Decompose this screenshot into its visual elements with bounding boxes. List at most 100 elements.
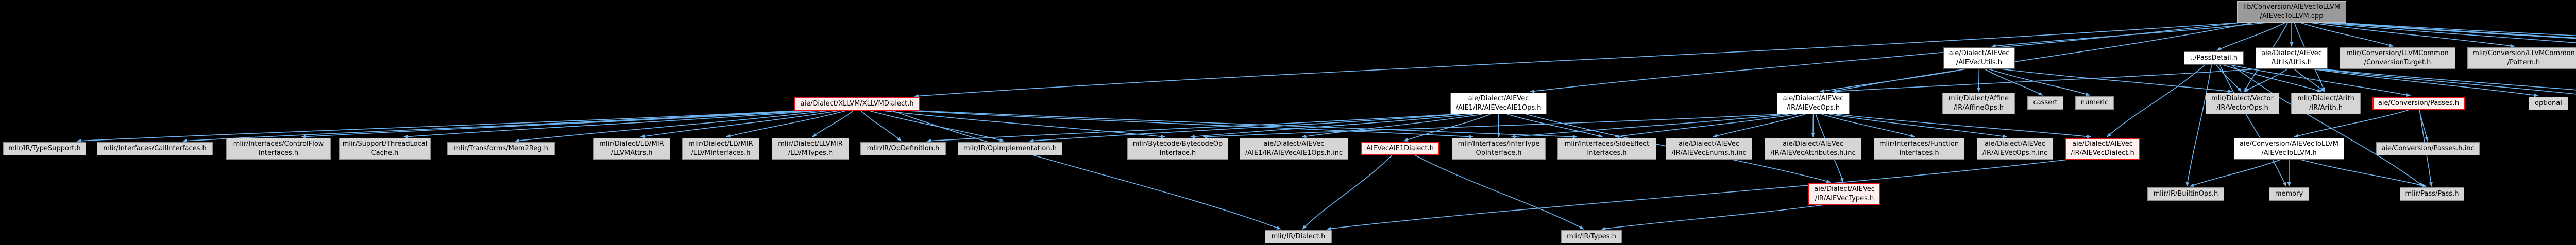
edge-passdetail-to-pass-pass bbox=[2231, 64, 2424, 187]
graph-node-attributes-inc[interactable]: aie/Dialect/AIEVec/IR/AIEVecAttributes.h… bbox=[1765, 138, 1861, 160]
graph-node-label: mlir/IR/Dialect.h bbox=[1271, 233, 1326, 241]
edge-aievectollvm-h-to-pass-pass bbox=[2300, 159, 2427, 187]
graph-node-passes-h[interactable]: aie/Conversion/Passes.h bbox=[2372, 97, 2465, 110]
graph-node-label: mlir/Interfaces/SideEffect bbox=[1564, 140, 1650, 148]
graph-node-vectorops[interactable]: mlir/Dialect/Vector/IR/VectorOps.h bbox=[2206, 93, 2279, 114]
edge-passdetail-to-builtinops bbox=[2185, 64, 2212, 187]
graph-node-label: /IR/VectorOps.h bbox=[2216, 104, 2268, 112]
graph-node-label: /LLVMTypes.h bbox=[788, 149, 833, 157]
graph-node-label: /AIE1/IR/AIEVecAIE1Ops.h bbox=[1455, 104, 1541, 112]
edge-aie1ops-h-to-opdefinition bbox=[926, 114, 1454, 143]
graph-node-label: memory bbox=[2275, 190, 2303, 198]
edge-aievectypes-to-ir-types bbox=[1601, 204, 1824, 231]
graph-node-aievectollvm-h[interactable]: aie/Conversion/AIEVecToLLVM/AIEVecToLLVM… bbox=[2234, 138, 2344, 160]
graph-node-llvminterfaces[interactable]: mlir/Dialect/LLVMIR/LLVMInterfaces.h bbox=[682, 138, 759, 160]
graph-node-label: mlir/Dialect/LLVMIR bbox=[599, 140, 664, 148]
graph-node-enums-inc[interactable]: aie/Dialect/AIEVec/IR/AIEVecEnums.h.inc bbox=[1666, 138, 1752, 160]
graph-node-label: Interface.h bbox=[1159, 149, 1196, 157]
graph-node-memory[interactable]: memory bbox=[2269, 187, 2309, 201]
graph-node-label: numeric bbox=[2080, 99, 2109, 107]
graph-node-label: /Utils/Utils.h bbox=[2271, 59, 2312, 66]
graph-node-pass-pass[interactable]: mlir/Pass/Pass.h bbox=[2400, 187, 2464, 201]
graph-node-opimplementation[interactable]: mlir/IR/OpImplementation.h bbox=[958, 142, 1062, 155]
edge-root-to-conversion-target bbox=[2300, 22, 2394, 47]
graph-node-label: aie/Dialect/AIEVec bbox=[1679, 140, 1739, 148]
graph-node-aievecops-h[interactable]: aie/Dialect/AIEVec/IR/AIEVecOps.h bbox=[1777, 93, 1850, 114]
graph-node-aievecdialect[interactable]: aie/Dialect/AIEVec/IR/AIEVecDialect.h bbox=[2065, 138, 2140, 160]
graph-node-passdetail[interactable]: ../PassDetail.h bbox=[2184, 51, 2244, 65]
graph-node-label: Interfaces.h bbox=[1899, 149, 1939, 157]
graph-node-root[interactable]: lib/Conversion/AIEVecToLLVM/AIEVecToLLVM… bbox=[2237, 1, 2346, 23]
edge-root-to-pattern bbox=[2310, 22, 2515, 48]
edge-aievecdialect-to-ir-dialect bbox=[1327, 159, 2069, 231]
edge-root-to-passdetail bbox=[2216, 22, 2286, 51]
graph-node-ir-types[interactable]: mlir/IR/Types.h bbox=[1561, 230, 1622, 243]
edge-xllvmdialect-to-mem2reg bbox=[515, 110, 829, 143]
graph-node-optional[interactable]: optional bbox=[2529, 97, 2568, 110]
graph-node-ops-inc[interactable]: aie/Dialect/AIEVec/IR/AIEVecOps.h.inc bbox=[1977, 138, 2053, 160]
edge-xllvmdialect-to-llvminterfaces bbox=[725, 110, 846, 138]
graph-node-label: /IR/AIEVecTypes.h bbox=[1815, 195, 1874, 202]
graph-node-label: Interfaces.h bbox=[1587, 149, 1627, 157]
edge-xllvmdialect-to-ir-dialect bbox=[892, 110, 1281, 230]
graph-node-mem2reg[interactable]: mlir/Transforms/Mem2Reg.h bbox=[447, 142, 555, 155]
graph-node-aievectypes[interactable]: aie/Dialect/AIEVec/IR/AIEVecTypes.h bbox=[1808, 183, 1880, 205]
graph-node-callinterfaces[interactable]: mlir/Interfaces/CallInterfaces.h bbox=[97, 142, 213, 155]
graph-node-label: aie/Dialect/AIEVec bbox=[1985, 140, 2045, 148]
graph-node-aie1ops-inc[interactable]: aie/Dialect/AIEVec/AIE1/IR/AIEVecAIE1Ops… bbox=[1240, 138, 1348, 160]
graph-node-label: /IR/AIEVecAttributes.h.inc bbox=[1770, 149, 1856, 157]
graph-node-numeric[interactable]: numeric bbox=[2075, 96, 2114, 110]
graph-node-affineops[interactable]: mlir/Dialect/Affine/IR/AffineOps.h bbox=[1942, 93, 2015, 114]
graph-node-passes-inc[interactable]: aie/Conversion/Passes.h.inc bbox=[2376, 142, 2480, 155]
edge-root-to-aie1ops-h bbox=[1530, 22, 2241, 93]
graph-node-label: /IR/AffineOps.h bbox=[1954, 104, 2004, 112]
edge-xllvmdialect-to-llvmattrs bbox=[640, 110, 839, 138]
graph-node-label: mlir/Bytecode/BytecodeOp bbox=[1132, 140, 1223, 148]
graph-node-label: aie/Conversion/AIEVecToLLVM bbox=[2239, 140, 2339, 148]
graph-node-builtinops[interactable]: mlir/IR/BuiltinOps.h bbox=[2147, 187, 2224, 201]
edge-passdetail-to-passes-h bbox=[2230, 64, 2411, 97]
graph-node-label: /IR/Arith.h bbox=[2309, 104, 2343, 112]
edge-passdetail-to-memory bbox=[2219, 64, 2286, 187]
edge-xllvmdialect-to-infertype bbox=[908, 110, 1474, 139]
graph-node-utils-utils[interactable]: aie/Dialect/AIEVec/Utils/Utils.h bbox=[2256, 47, 2328, 69]
graph-node-xllvmdialect[interactable]: aie/Dialect/XLLVM/XLLVMDialect.h bbox=[794, 97, 920, 111]
edge-root-to-llvmdialect bbox=[2318, 22, 2576, 43]
graph-node-label: aie/Dialect/AIEVec bbox=[1814, 185, 1875, 194]
graph-node-typesupport[interactable]: mlir/IR/TypeSupport.h bbox=[3, 142, 86, 155]
edge-aievecops-h-to-aievecdialect bbox=[1836, 114, 2092, 138]
graph-node-aie1dialect[interactable]: AIEVecAIE1Dialect.h bbox=[1361, 142, 1439, 155]
graph-node-label: cassert bbox=[2033, 99, 2058, 107]
graph-node-conversion-target[interactable]: mlir/Conversion/LLVMCommon/ConversionTar… bbox=[2340, 47, 2455, 69]
graph-node-llvmtypes[interactable]: mlir/Dialect/LLVMIR/LLVMTypes.h bbox=[772, 138, 849, 160]
graph-node-ir-dialect[interactable]: mlir/IR/Dialect.h bbox=[1265, 230, 1332, 243]
graph-node-label: OpInterface.h bbox=[1476, 149, 1522, 157]
edge-aie1ops-h-to-sideeffect bbox=[1507, 114, 1603, 138]
graph-node-llvmattrs[interactable]: mlir/Dialect/LLVMIR/LLVMAttrs.h bbox=[593, 138, 670, 160]
graph-node-label: /Pattern.h bbox=[2507, 59, 2540, 66]
edge-aie1ops-h-to-aie1ops-inc bbox=[1301, 114, 1482, 138]
graph-node-aie1ops-h[interactable]: aie/Dialect/AIEVec/AIE1/IR/AIEVecAIE1Ops… bbox=[1450, 93, 1547, 114]
edge-xllvmdialect-to-opdefinition bbox=[860, 110, 902, 142]
graph-node-label: /AIEVecToLLVM.cpp bbox=[2260, 12, 2324, 20]
graph-node-label: mlir/Dialect/Arith bbox=[2297, 95, 2354, 103]
graph-node-label: ../PassDetail.h bbox=[2190, 54, 2238, 62]
graph-node-pattern[interactable]: mlir/Conversion/LLVMCommon/Pattern.h bbox=[2467, 47, 2576, 69]
edge-aievecops-h-to-enums-inc bbox=[1713, 114, 1805, 138]
graph-node-label: /IR/AIEVecOps.h.inc bbox=[1982, 149, 2048, 157]
graph-node-cassert[interactable]: cassert bbox=[2027, 96, 2063, 110]
graph-node-label: mlir/Support/ThreadLocal bbox=[342, 140, 428, 148]
edge-root-to-sstream bbox=[2338, 22, 2576, 36]
edge-utils-utils-to-arith bbox=[2294, 68, 2325, 92]
graph-node-arith[interactable]: mlir/Dialect/Arith/IR/Arith.h bbox=[2291, 93, 2361, 114]
graph-node-label: /AIEVecUtils.h bbox=[1956, 59, 2003, 66]
graph-node-opdefinition[interactable]: mlir/IR/OpDefinition.h bbox=[860, 142, 946, 155]
graph-node-aievecutils[interactable]: aie/Dialect/AIEVec/AIEVecUtils.h bbox=[1943, 47, 2015, 69]
